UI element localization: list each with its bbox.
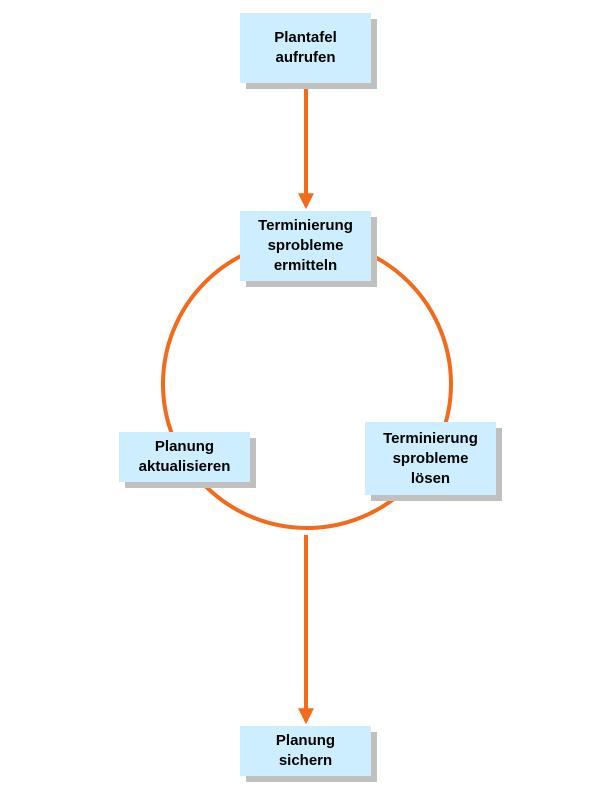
node-plantafel-aufrufen: Plantafel aufrufen — [240, 13, 371, 83]
node-terminierungsprobleme-ermitteln: Terminierung sprobleme ermitteln — [240, 211, 371, 281]
node-label: Terminierung sprobleme lösen — [383, 429, 478, 487]
node-terminierungsprobleme-loesen: Terminierung sprobleme lösen — [365, 422, 496, 495]
node-label: Terminierung sprobleme ermitteln — [258, 217, 353, 274]
node-label: Planung sichern — [275, 732, 336, 769]
node-planung-aktualisieren: Planung aktualisieren — [119, 432, 250, 482]
node-label: Planung aktualisieren — [138, 438, 231, 475]
node-label: Plantafel aufrufen — [274, 29, 337, 66]
node-planung-sichern: Planung sichern — [240, 726, 371, 776]
